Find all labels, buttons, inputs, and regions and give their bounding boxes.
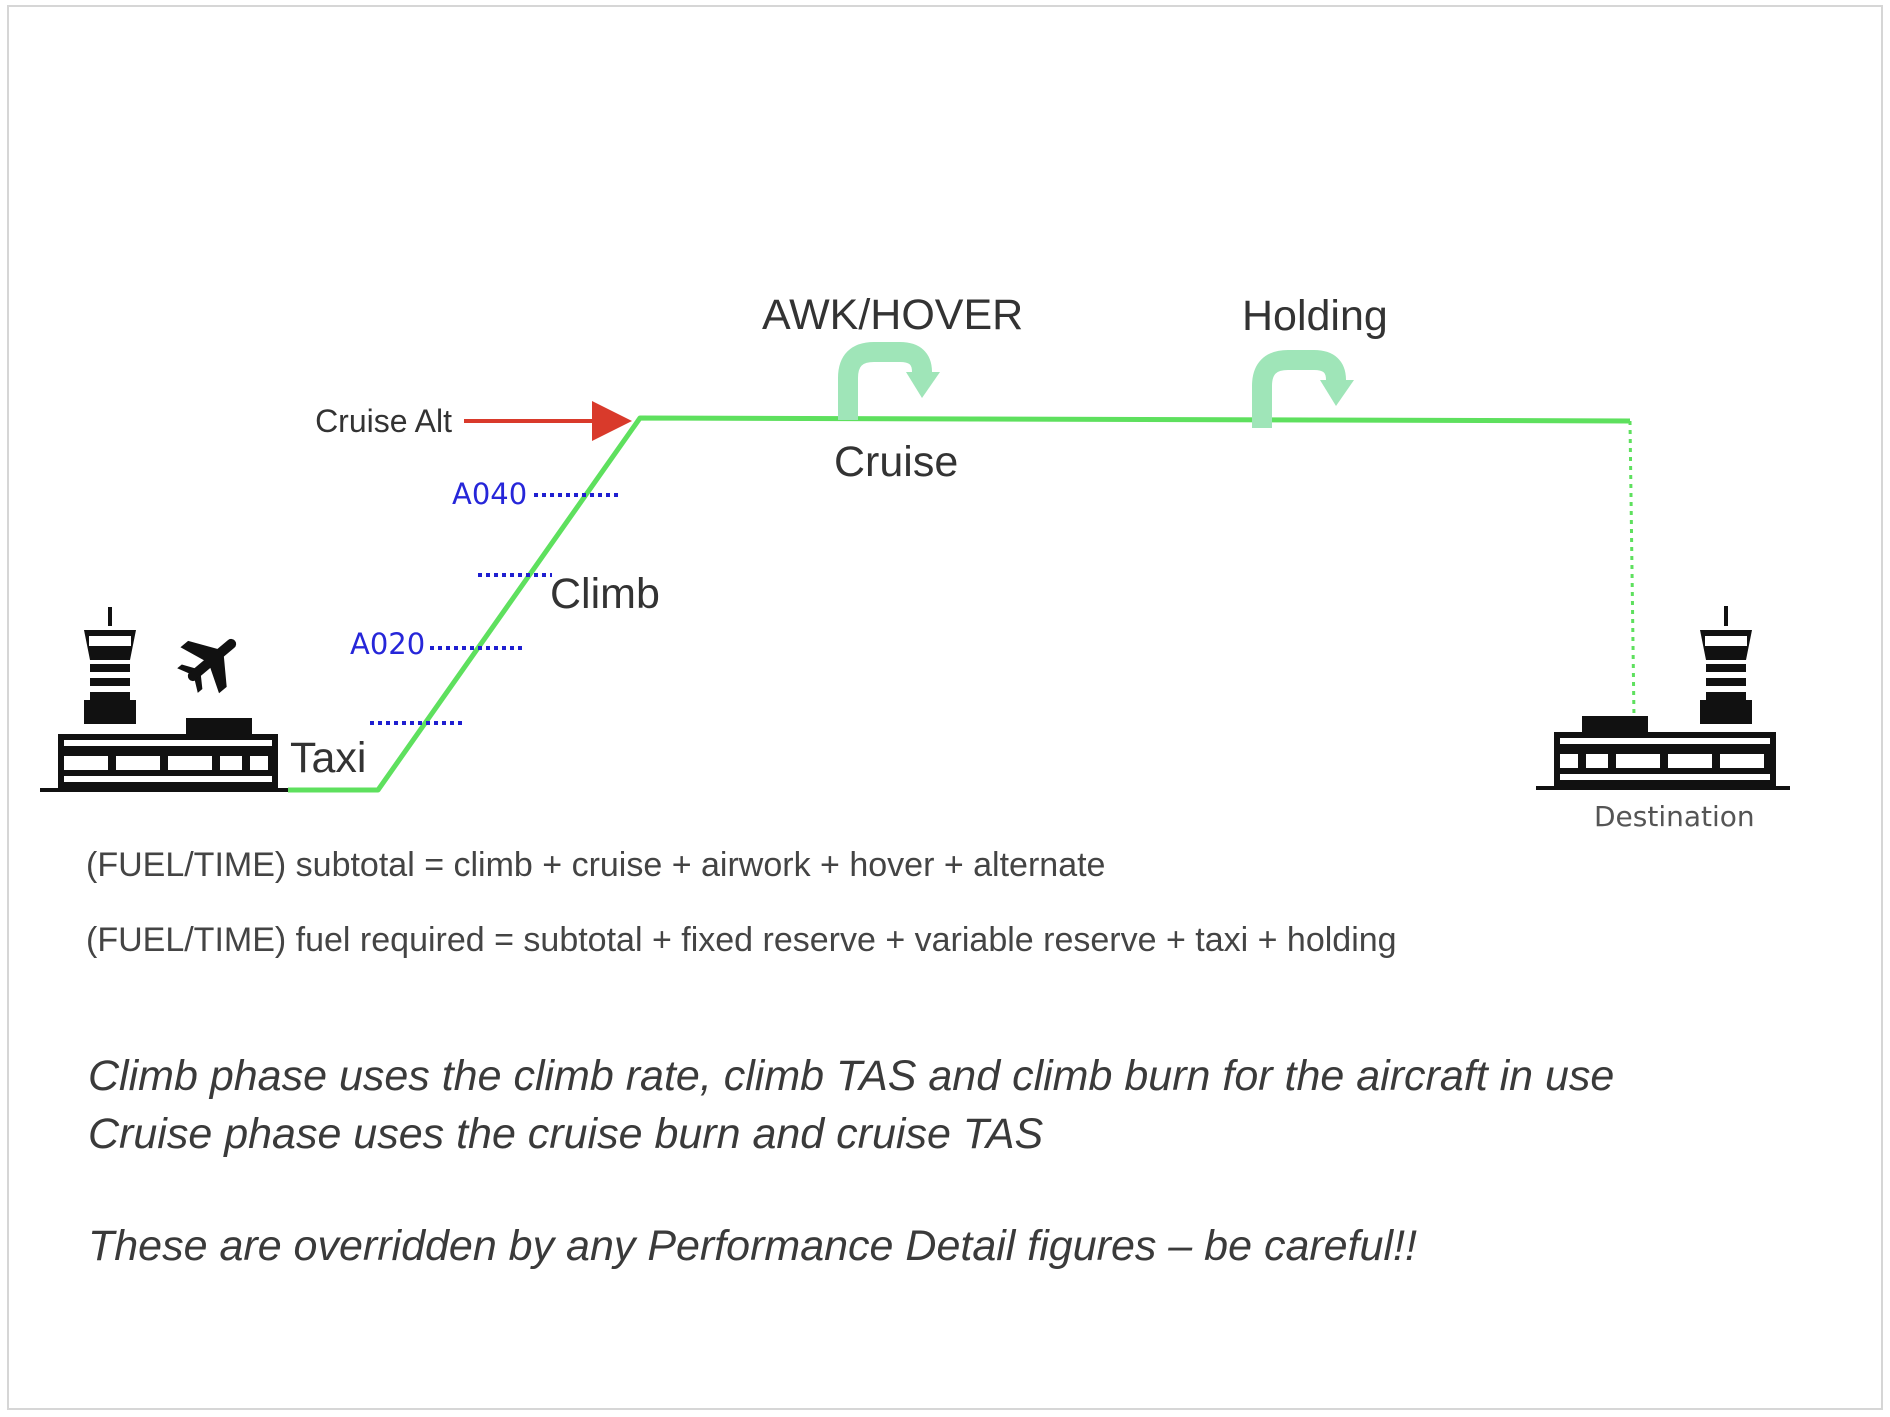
cruise-label: Cruise	[834, 438, 958, 486]
climb-label: Climb	[550, 570, 660, 618]
a020-label: A020	[350, 627, 425, 661]
destination-label: Destination	[1594, 800, 1755, 833]
cruise-alt-label: Cruise Alt	[315, 403, 452, 439]
fuel-required-formula: (FUEL/TIME) fuel required = subtotal + f…	[86, 921, 1397, 959]
taxi-label: Taxi	[290, 734, 366, 782]
climb-phase-note: Climb phase uses the climb rate, climb T…	[88, 1052, 1615, 1100]
subtotal-formula: (FUEL/TIME) subtotal = climb + cruise + …	[86, 846, 1106, 884]
performance-warning-note: These are overridden by any Performance …	[88, 1222, 1417, 1270]
holding-loop-icon	[1252, 350, 1354, 428]
awk-hover-label: AWK/HOVER	[762, 291, 1023, 339]
descent-dotted-line	[1628, 420, 1636, 719]
airplane-icon	[177, 638, 237, 694]
flight-path-line	[288, 415, 1631, 793]
slide-frame	[7, 5, 1883, 1410]
cruise-phase-note: Cruise phase uses the cruise burn and cr…	[88, 1110, 1044, 1158]
a040-label: A040	[452, 477, 527, 511]
awk-hover-loop-icon	[838, 342, 940, 420]
departure-airport-icon	[40, 607, 288, 792]
holding-label: Holding	[1242, 292, 1388, 340]
destination-airport-icon	[1536, 606, 1790, 790]
